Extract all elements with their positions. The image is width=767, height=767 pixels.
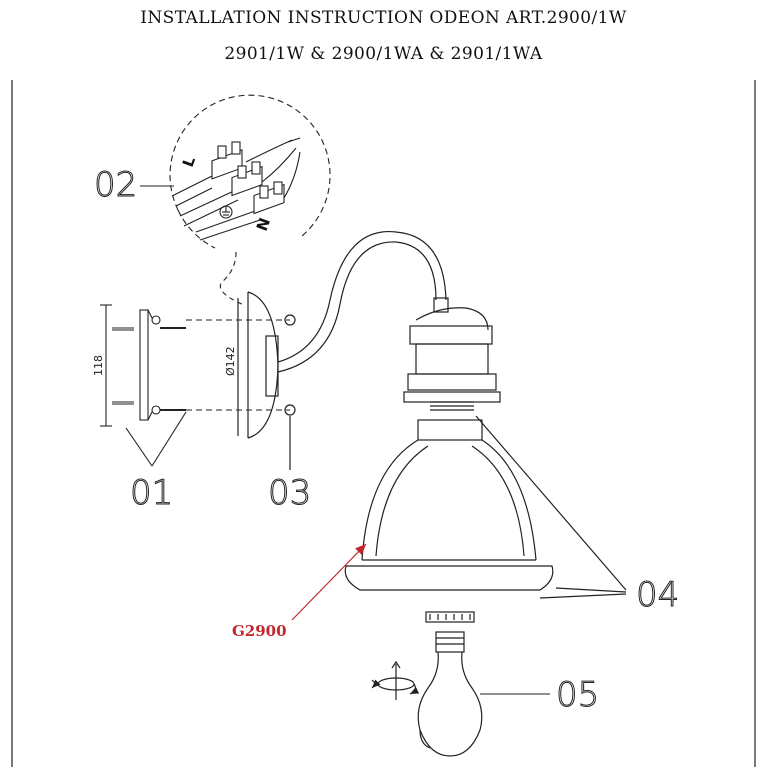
screw bbox=[112, 315, 186, 415]
lamp-shade bbox=[344, 415, 627, 599]
callout-03: 03 bbox=[268, 473, 311, 513]
lamp-socket bbox=[403, 307, 501, 411]
dimension-height: 118 bbox=[92, 355, 105, 376]
dimension-diameter: Ø142 bbox=[224, 346, 237, 376]
callout-02: 02 bbox=[94, 165, 137, 205]
wire-label-neutral: N bbox=[253, 215, 274, 233]
rotate-arrow-icon bbox=[372, 660, 420, 700]
light-bulb bbox=[417, 631, 483, 757]
wiring-detail bbox=[169, 94, 331, 306]
page-frame bbox=[11, 80, 756, 767]
mounting-plate bbox=[100, 304, 290, 467]
callout-05: 05 bbox=[556, 675, 599, 715]
title-line-1: INSTALLATION INSTRUCTION ODEON ART.2900/… bbox=[140, 8, 627, 28]
shade-ring bbox=[425, 611, 475, 623]
model-label: G2900 bbox=[232, 622, 287, 640]
model-arrow bbox=[291, 543, 367, 621]
title-line-2: 2901/1W & 2900/1WA & 2901/1WA bbox=[224, 44, 543, 64]
callout-04: 04 bbox=[636, 575, 679, 615]
callout-01: 01 bbox=[130, 473, 173, 513]
terminal-block bbox=[211, 141, 285, 215]
canopy bbox=[237, 291, 296, 470]
lamp-arm bbox=[277, 230, 449, 373]
wire-label-live: L bbox=[179, 154, 199, 170]
